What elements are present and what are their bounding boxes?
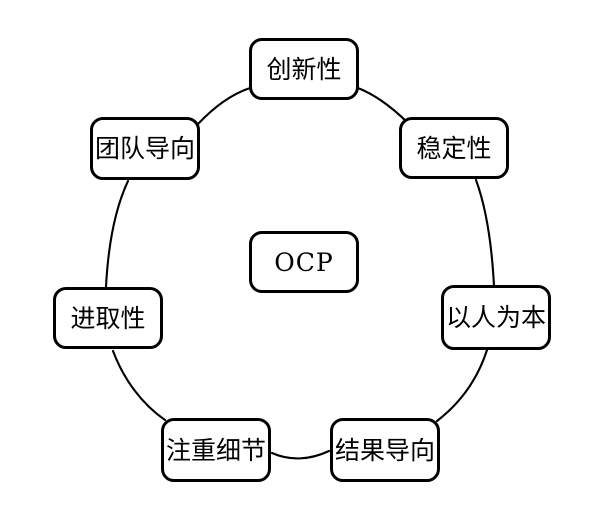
node-team-oriented[interactable]: 团队导向 xyxy=(90,117,200,180)
node-label-right: 以人为本 xyxy=(445,303,546,332)
arc-upperright-right xyxy=(474,178,496,288)
node-innovation[interactable]: 创新性 xyxy=(249,38,359,100)
arc-upperleft-top xyxy=(196,86,252,126)
node-label-top: 创新性 xyxy=(266,54,342,84)
node-label-lower-left: 注重细节 xyxy=(165,435,266,465)
arc-lowerleft-left xyxy=(111,349,167,422)
arc-lowerright-lowerleft xyxy=(270,449,331,460)
node-attention-to-detail[interactable]: 注重细节 xyxy=(161,418,271,482)
node-people-oriented[interactable]: 以人为本 xyxy=(441,285,551,350)
arc-top-upperright xyxy=(356,86,411,126)
node-label-upper-right: 稳定性 xyxy=(416,133,492,163)
node-outcome-oriented[interactable]: 结果导向 xyxy=(330,418,440,482)
node-label-upper-left: 团队导向 xyxy=(94,134,195,163)
node-label-left: 进取性 xyxy=(70,303,146,333)
node-label-lower-right: 结果导向 xyxy=(334,435,435,465)
node-label-center: OCP xyxy=(274,247,334,277)
node-ocp-center[interactable]: OCP xyxy=(249,231,359,293)
node-aggressiveness[interactable]: 进取性 xyxy=(53,287,163,349)
arc-left-upperleft xyxy=(104,179,130,289)
arc-right-lowerright xyxy=(435,348,489,423)
node-stability[interactable]: 稳定性 xyxy=(399,117,509,179)
